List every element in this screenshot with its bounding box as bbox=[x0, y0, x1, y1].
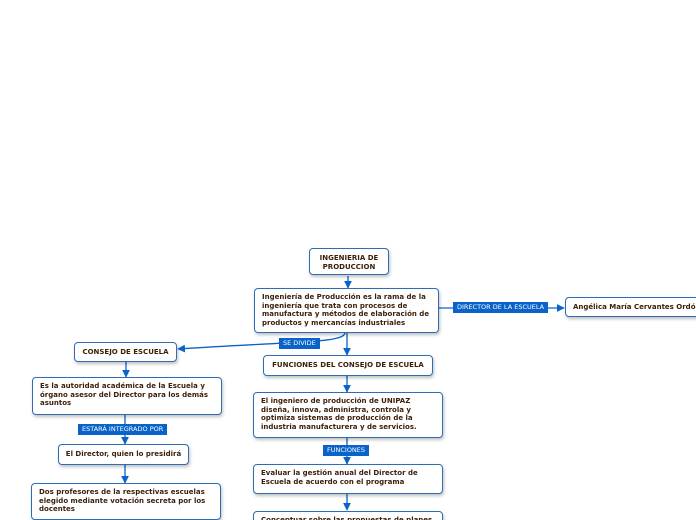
node-director-name[interactable]: Angélica María Cervantes Ordóñez bbox=[565, 297, 696, 317]
node-dos-profesores[interactable]: Dos profesores de la respectivas escuela… bbox=[31, 483, 221, 520]
link-label-director-de-la-escuela[interactable]: DIRECTOR DE LA ESCUELA bbox=[453, 302, 549, 313]
node-ingeniero-unipaz[interactable]: El ingeniero de producción de UNIPAZ dis… bbox=[253, 392, 443, 438]
link-label-funciones[interactable]: FUNCIONES bbox=[323, 445, 370, 456]
node-autoridad-academica[interactable]: Es la autoridad académica de la Escuela … bbox=[32, 377, 222, 415]
link-label-se-divide[interactable]: SE DIVIDE bbox=[279, 338, 320, 349]
node-consejo-de-escuela[interactable]: CONSEJO DE ESCUELA bbox=[74, 342, 177, 362]
node-funciones-del-consejo[interactable]: FUNCIONES DEL CONSEJO DE ESCUELA bbox=[263, 355, 433, 376]
link-label-estara-integrado-por[interactable]: ESTARÁ INTEGRADO POR bbox=[78, 424, 168, 435]
node-director-presidira[interactable]: El Director, quien lo presidirá bbox=[58, 444, 189, 465]
node-ingenieria-de-produccion[interactable]: INGENIERIA DE PRODUCCION bbox=[309, 248, 389, 275]
node-evaluar-gestion[interactable]: Evaluar la gestión anual del Director de… bbox=[253, 464, 443, 494]
link-definition-consejo bbox=[177, 332, 346, 353]
node-conceptuar-propuestas[interactable]: Conceptuar sobre las propuestas de plane… bbox=[253, 511, 443, 520]
node-definition[interactable]: Ingeniería de Producción es la rama de l… bbox=[254, 288, 439, 333]
